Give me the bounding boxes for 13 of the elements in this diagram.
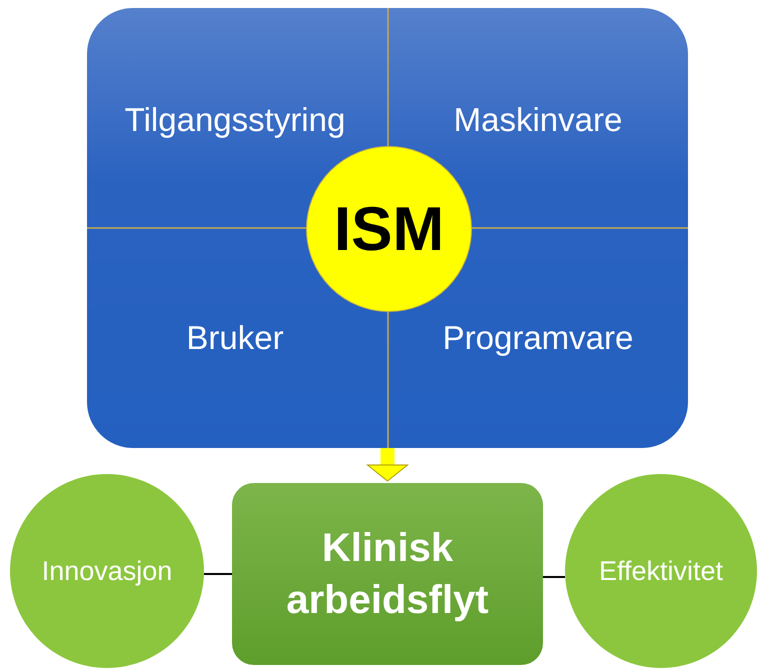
- quadrant-panel: [87, 8, 688, 448]
- quadrant-label: Programvare: [442, 319, 634, 357]
- quadrant-label: Tilgangsstyring: [124, 101, 346, 139]
- block-arrow: [367, 448, 408, 482]
- connector-line: [543, 576, 565, 578]
- node-label: Effektivitet: [598, 556, 724, 586]
- workflow-box: [232, 483, 543, 665]
- node-label: ISM: [334, 194, 444, 264]
- node-label: Klinisk arbeidsflyt: [285, 525, 490, 624]
- quadrant-label: Maskinvare: [454, 101, 622, 139]
- quadrant-label: Bruker: [186, 319, 284, 357]
- connector-line: [204, 573, 232, 575]
- node-label: Innovasjon: [42, 556, 172, 586]
